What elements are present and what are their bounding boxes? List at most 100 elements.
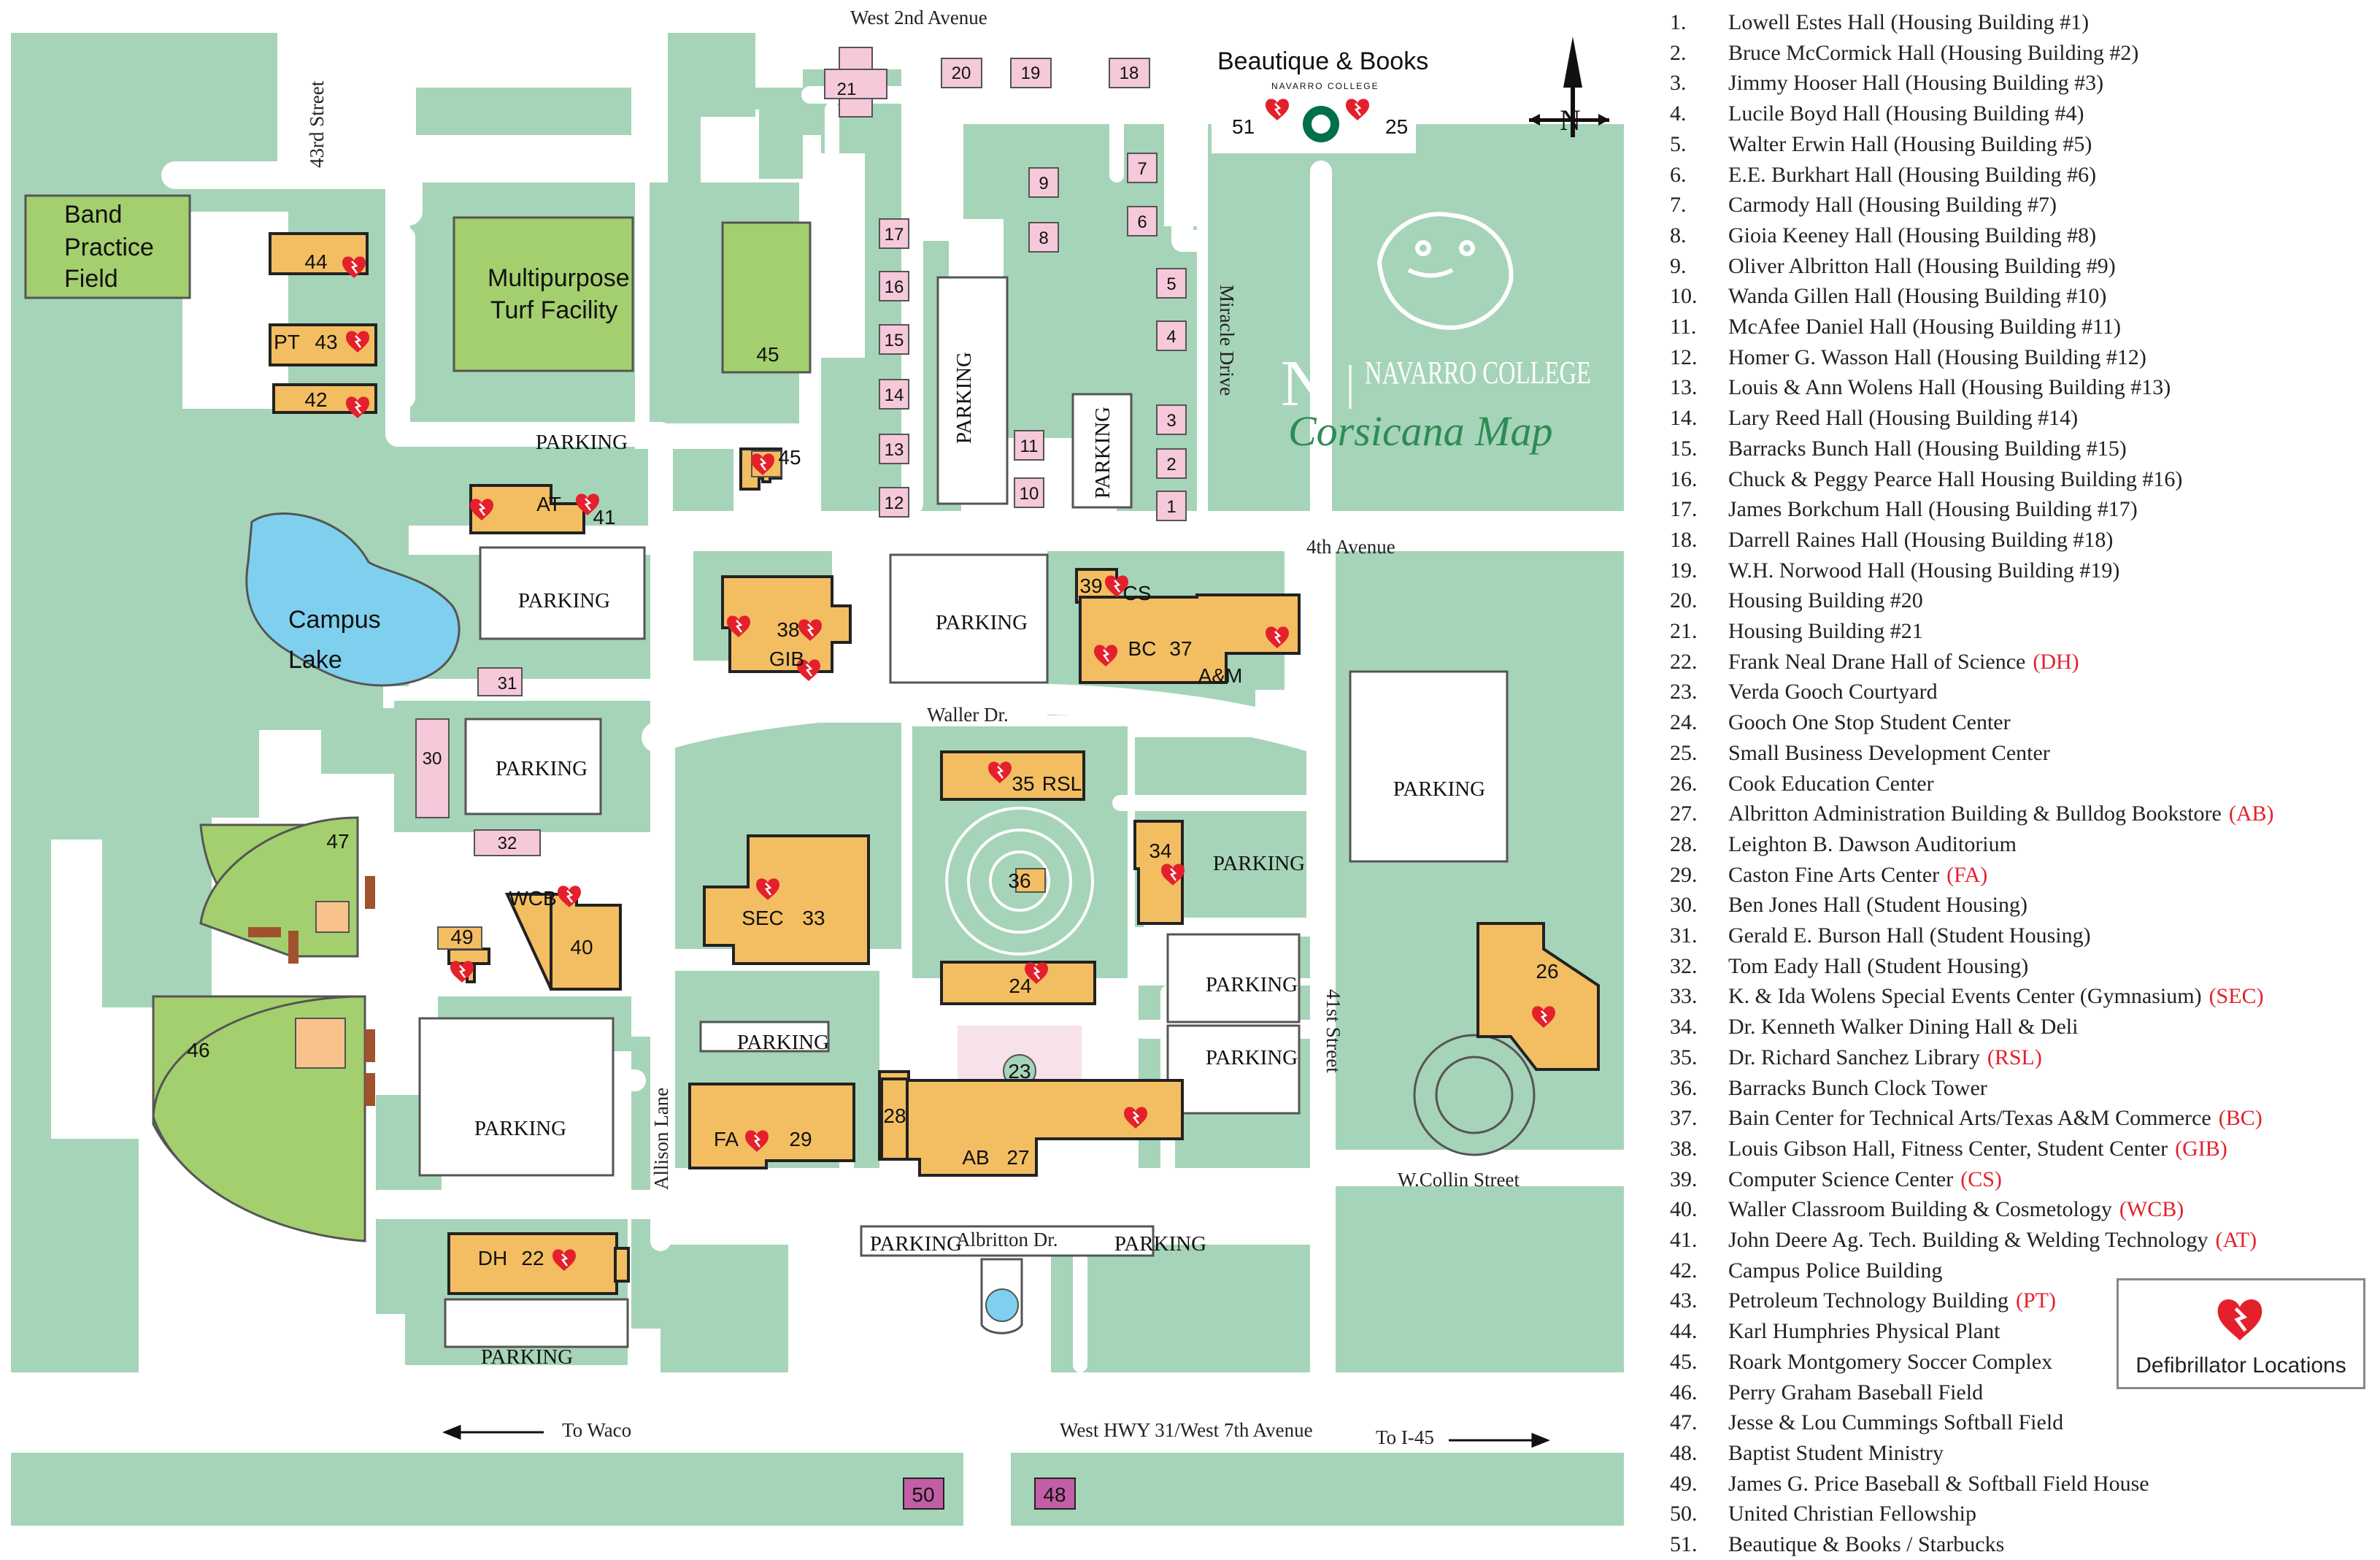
campus-map: West 2nd Avenue 43rd Street Miracle Driv… <box>11 7 1624 1526</box>
building-number: 44 <box>304 250 327 273</box>
legend-number: 27. <box>1670 802 1698 826</box>
building-number: 24 <box>1009 975 1031 997</box>
lake-label: Lake <box>288 646 342 674</box>
legend-number: 14. <box>1670 406 1698 431</box>
parking-label: PARKING <box>474 1117 566 1140</box>
legend-name: Ben Jones Hall (Student Housing) <box>1728 893 2027 918</box>
shop-sub: NAVARRO COLLEGE <box>1271 81 1379 91</box>
legend-number: 35. <box>1670 1045 1698 1069</box>
aed-legend-label: Defibrillator Locations <box>2136 1353 2346 1378</box>
housing-number: 19 <box>1021 64 1041 83</box>
legend-number: 39. <box>1670 1167 1698 1191</box>
legend-number: 44. <box>1670 1319 1698 1344</box>
legend-code: (WCB) <box>2119 1197 2184 1222</box>
legend-number: 46. <box>1670 1380 1698 1405</box>
legend-number: 6. <box>1670 162 1687 187</box>
parking-label: PARKING <box>536 431 628 454</box>
legend-name: Tom Eady Hall (Student Housing) <box>1728 953 2029 978</box>
legend-number: 51. <box>1670 1532 1698 1556</box>
legend-name: Gioia Keeney Hall (Housing Building #8) <box>1728 223 2097 247</box>
housing-number: 20 <box>952 64 971 83</box>
legend-number: 21. <box>1670 619 1698 643</box>
legend-number: 30. <box>1670 893 1698 918</box>
building-number: 22 <box>521 1247 544 1269</box>
shop-number: 25 <box>1385 115 1408 138</box>
legend-name: United Christian Fellowship <box>1728 1502 1976 1526</box>
legend-number: 12. <box>1670 345 1698 369</box>
legend-number: 45. <box>1670 1349 1698 1374</box>
parking-lots <box>418 276 1509 1348</box>
legend-name: Barracks Bunch Clock Tower <box>1728 1075 1987 1100</box>
legend-number: 40. <box>1670 1197 1698 1222</box>
band-field-label: Field <box>64 265 118 293</box>
legend-name: Gooch One Stop Student Center <box>1728 710 2011 735</box>
legend-number: 13. <box>1670 375 1698 400</box>
legend-number: 29. <box>1670 862 1698 887</box>
legend-name: Barracks Bunch Hall (Housing Building #1… <box>1728 436 2127 461</box>
legend-name: Lary Reed Hall (Housing Building #14) <box>1728 406 2079 431</box>
legend-number: 11. <box>1670 315 1697 339</box>
street-4th-ave: 4th Avenue <box>1306 536 1395 558</box>
legend-number: 47. <box>1670 1410 1698 1435</box>
building-tag: WCB <box>509 887 556 910</box>
legend-number: 36. <box>1670 1075 1698 1100</box>
legend-number: 5. <box>1670 131 1687 156</box>
building-number: 41 <box>593 506 615 529</box>
legend-number: 19. <box>1670 558 1698 583</box>
building-number: 33 <box>802 907 825 929</box>
housing-number: 10 <box>1020 484 1039 504</box>
housing-buildings <box>415 47 1187 856</box>
building-number: 27 <box>1006 1146 1029 1169</box>
building-number: 23 <box>1008 1060 1031 1083</box>
legend-number: 10. <box>1670 284 1698 309</box>
legend-number: 37. <box>1670 1106 1698 1131</box>
housing-number: 13 <box>885 440 904 460</box>
housing-number: 11 <box>1020 437 1039 456</box>
building-number: 39 <box>1079 575 1102 597</box>
building-number: 37 <box>1169 637 1192 660</box>
fountain <box>980 1258 1023 1334</box>
parking-label: PARKING <box>737 1031 829 1054</box>
legend-name: Verda Gooch Courtyard <box>1728 680 1938 704</box>
building-tag: BC <box>1128 637 1157 660</box>
building-tag: FA <box>714 1128 739 1150</box>
starbucks-icon <box>1303 106 1339 142</box>
housing-number: 6 <box>1137 212 1147 232</box>
legend-name: Dr. Richard Sanchez Library(RSL) <box>1728 1045 2042 1069</box>
parking-label: PARKING <box>952 352 976 444</box>
legend-number: 18. <box>1670 527 1698 552</box>
band-practice-field <box>24 194 191 299</box>
housing-number: 9 <box>1039 174 1048 193</box>
legend-number: 49. <box>1670 1471 1698 1496</box>
shop-number: 51 <box>1232 115 1255 138</box>
housing-number: 16 <box>885 277 904 297</box>
legend-name: Darrell Raines Hall (Housing Building #1… <box>1728 527 2114 552</box>
building-tag: SEC <box>742 907 784 929</box>
legend-name: Leighton B. Dawson Auditorium <box>1728 831 2017 856</box>
building-tag: DH <box>478 1247 507 1269</box>
building-number: 26 <box>1536 960 1558 983</box>
building-number: 43 <box>315 331 337 353</box>
legend-name: Bruce McCormick Hall (Housing Building #… <box>1728 40 2139 65</box>
legend-name: Cook Education Center <box>1728 771 1934 796</box>
building-number: 50 <box>912 1483 934 1506</box>
legend-name: Computer Science Center(CS) <box>1728 1167 2002 1191</box>
building-number: 47 <box>326 830 349 853</box>
legend-name: Small Business Development Center <box>1728 740 2050 765</box>
legend-name: Housing Building #20 <box>1728 588 1923 613</box>
garden <box>945 807 1094 956</box>
legend-name: Walter Erwin Hall (Housing Building #5) <box>1728 131 2092 156</box>
legend-name: James Borkchum Hall (Housing Building #1… <box>1728 497 2138 522</box>
legend-number: 48. <box>1670 1440 1698 1465</box>
legend-name: Beautique & Books / Starbucks <box>1728 1532 2005 1556</box>
label-to-i45: To I-45 <box>1376 1426 1434 1448</box>
legend-name: Dr. Kenneth Walker Dining Hall & Deli <box>1728 1015 2079 1040</box>
band-field-label: Band <box>64 201 122 228</box>
legend-number: 26. <box>1670 771 1698 796</box>
legend-name: Baptist Student Ministry <box>1728 1440 1944 1465</box>
legend-name: K. & Ida Wolens Special Events Center (G… <box>1728 984 2264 1009</box>
building-number: 29 <box>789 1128 812 1150</box>
logo-initial: N <box>1281 347 1328 420</box>
legend-number: 8. <box>1670 223 1687 247</box>
legend-name: Jimmy Hooser Hall (Housing Building #3) <box>1728 71 2104 96</box>
